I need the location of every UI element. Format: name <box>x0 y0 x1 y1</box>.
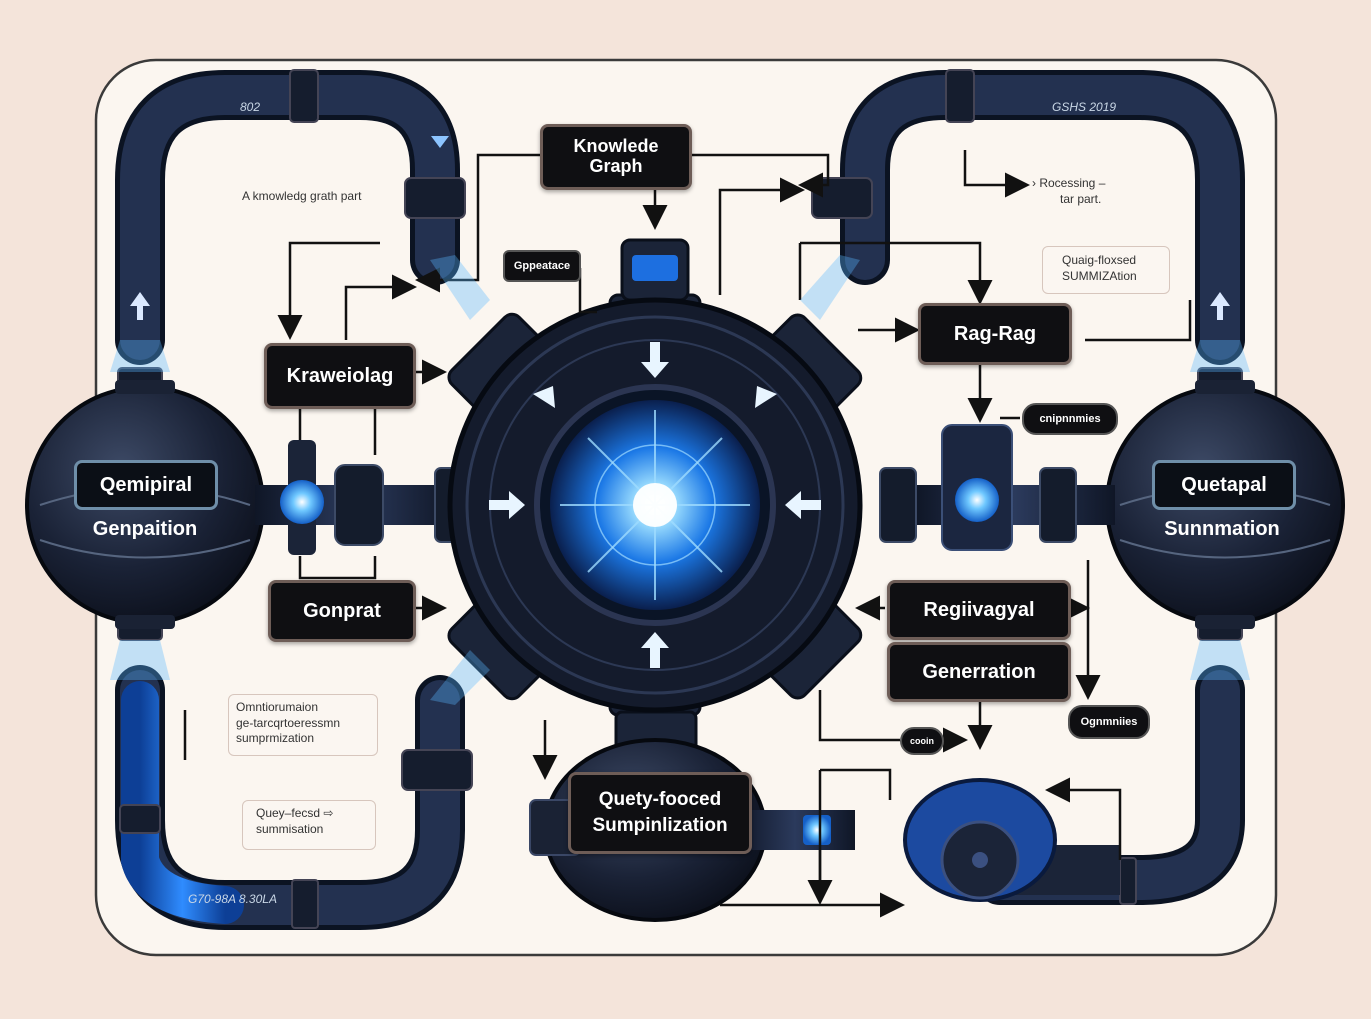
quey-line2: summisation <box>256 821 324 836</box>
query-focused-line2: Sumpinlization <box>592 815 728 836</box>
quaig-line2: SUMMIZAtion <box>1062 268 1137 283</box>
right-sphere-tag: Quetapal <box>1152 460 1296 510</box>
left-sphere-caption: Genpaition <box>92 518 198 540</box>
quey-line1: Quey–fecsd ⇨ <box>256 806 334 820</box>
left-sphere-tag: Qemipiral <box>74 460 218 510</box>
processing-line1: › Rocessing – <box>1032 176 1106 190</box>
knowledge-graph-label: Knowlede Graph <box>540 124 692 190</box>
gonprat-label: Gonprat <box>268 580 416 642</box>
central-core <box>447 238 863 774</box>
omnt-note: Omntiorumaion ge-tarcqrtoeressmn sumprmi… <box>236 700 340 747</box>
processing-note: › Rocessing – tar part. <box>1032 176 1105 207</box>
pipe-text-top-right: GSHS 2019 <box>1052 100 1117 114</box>
rag-rag-label: Rag-Rag <box>918 303 1072 365</box>
gppeatace-tag: Gppeatace <box>503 250 581 282</box>
right-sphere-caption: Sunnmation <box>1164 518 1280 540</box>
omnt-note-box <box>228 694 378 756</box>
pipe-text-top-left: 802 <box>240 100 261 114</box>
ognmniies-tag: Ognmniies <box>1068 705 1150 739</box>
pipe-text-bottom-left: G70-98A 8.30LA <box>188 892 277 906</box>
kraweiolag-label: Kraweiolag <box>264 343 416 409</box>
quaig-note: Quaig-floxsed SUMMIZAtion <box>1062 253 1137 284</box>
omnt-line3: sumprmization <box>236 731 315 746</box>
regiivagyal-label: Regiivagyal <box>887 580 1071 640</box>
generration-label: Generration <box>887 642 1071 702</box>
knowledge-part-note: A kmowledg grath part <box>242 189 362 203</box>
quaig-line1: Quaig-floxsed <box>1062 253 1137 267</box>
quey-note-box <box>242 800 376 850</box>
knowledge-graph-line2: Graph <box>589 156 643 176</box>
quaig-note-box <box>1042 246 1170 294</box>
cnipnnmies-tag: cnipnnmies <box>1022 403 1118 435</box>
quey-note: Quey–fecsd ⇨ summisation <box>256 806 333 837</box>
pump-unit <box>903 778 1120 902</box>
omnt-line1: Omntiorumaion <box>236 700 319 714</box>
query-focused-line1: Quety-fooced <box>598 789 722 811</box>
query-focused-label: Quety-fooced Sumpinlization <box>568 772 752 854</box>
cooin-tag: cooin <box>900 727 944 755</box>
processing-line2: tar part. <box>1060 191 1102 206</box>
omnt-line2: ge-tarcqrtoeressmn <box>236 715 341 730</box>
knowledge-graph-line1: Knowlede <box>573 136 659 157</box>
